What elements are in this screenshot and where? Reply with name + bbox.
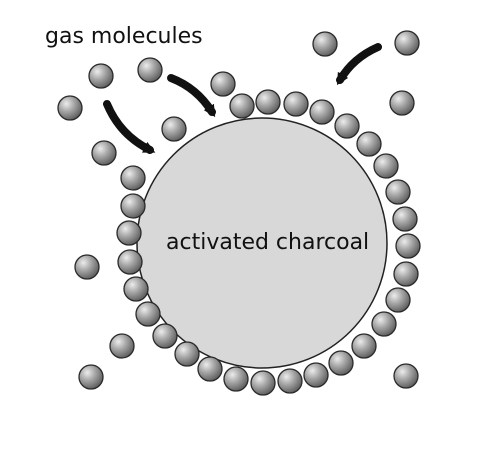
adsorbed-molecule — [392, 206, 418, 232]
adsorbed-molecule — [328, 350, 354, 376]
gas-molecule — [394, 30, 420, 56]
adsorbed-molecule — [334, 113, 360, 139]
adsorbed-molecule — [123, 276, 149, 302]
curved-arrow-icon — [336, 43, 382, 86]
adsorbed-molecule-layer — [116, 89, 421, 396]
adsorbed-molecule — [309, 99, 335, 125]
gas-molecule — [78, 364, 104, 390]
gas-molecule — [389, 90, 415, 116]
adsorbed-molecule — [223, 366, 249, 392]
gas-molecule — [312, 31, 338, 57]
gas-molecule — [137, 57, 163, 83]
adsorbed-molecule — [135, 301, 161, 327]
adsorbed-molecule — [395, 233, 421, 259]
free-gas-molecules — [57, 30, 420, 390]
adsorbed-molecule — [373, 153, 399, 179]
gas-molecule — [210, 71, 236, 97]
gas-molecule — [109, 333, 135, 359]
adsorbed-molecule — [152, 323, 178, 349]
charcoal-particle — [136, 117, 388, 369]
adsorbed-molecule — [117, 249, 143, 275]
curved-arrow-icon — [103, 100, 156, 154]
adsorbed-molecule — [250, 370, 276, 396]
adsorbed-molecule — [255, 89, 281, 115]
adsorbed-molecule — [229, 93, 255, 119]
activated-charcoal-label: activated charcoal — [166, 230, 370, 255]
adsorbed-molecule — [277, 368, 303, 394]
adsorbed-molecule — [116, 220, 142, 246]
adsorbed-molecule — [120, 193, 146, 219]
curved-arrow-icon — [167, 74, 216, 118]
gas-molecule — [88, 63, 114, 89]
gas-molecule — [161, 116, 187, 142]
adsorbed-molecule — [371, 311, 397, 337]
adsorbed-molecule — [197, 356, 223, 382]
adsorbed-molecule — [351, 333, 377, 359]
adsorbed-molecule — [303, 362, 329, 388]
gas-molecules-label: gas molecules — [45, 24, 203, 49]
adsorbed-molecule — [283, 91, 309, 117]
adsorbed-molecule — [385, 287, 411, 313]
gas-molecule — [393, 363, 419, 389]
adsorbed-molecule — [393, 261, 419, 287]
adsorbed-molecule — [356, 131, 382, 157]
adsorbed-molecule — [120, 165, 146, 191]
gas-molecule — [74, 254, 100, 280]
gas-molecule — [57, 95, 83, 121]
adsorbed-molecule — [385, 179, 411, 205]
adsorbed-molecule — [174, 341, 200, 367]
gas-molecule — [91, 140, 117, 166]
